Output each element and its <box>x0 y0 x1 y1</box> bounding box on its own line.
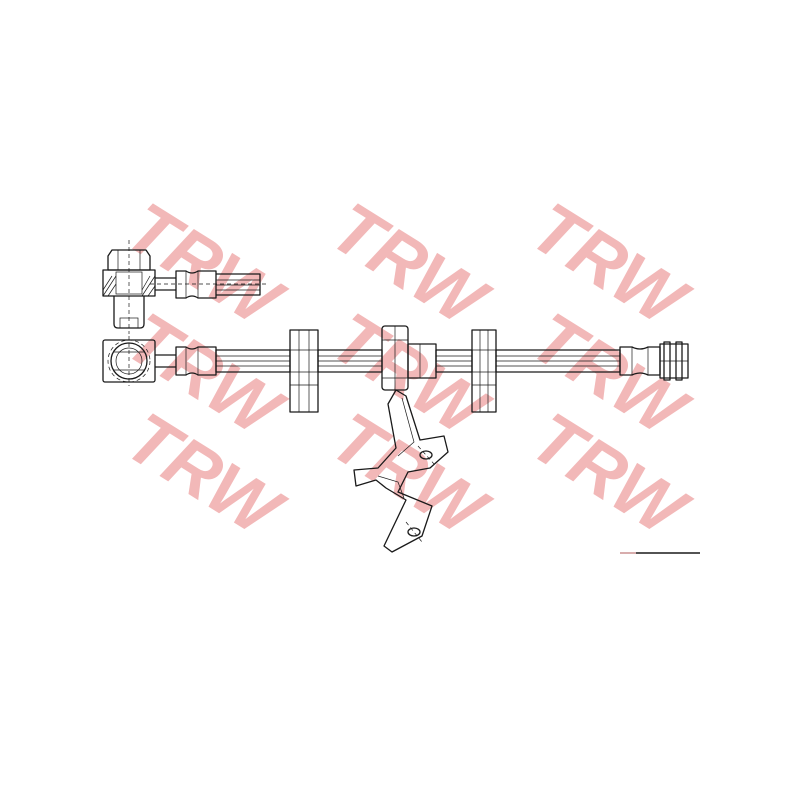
mounting-bracket <box>353 389 449 553</box>
hose-clip <box>471 329 497 413</box>
center-grommet <box>381 325 437 391</box>
right-end-fitting <box>619 341 689 381</box>
end-fitting-side-view <box>102 240 266 334</box>
main-hose-assembly <box>102 325 689 413</box>
hose-clip <box>289 329 319 413</box>
